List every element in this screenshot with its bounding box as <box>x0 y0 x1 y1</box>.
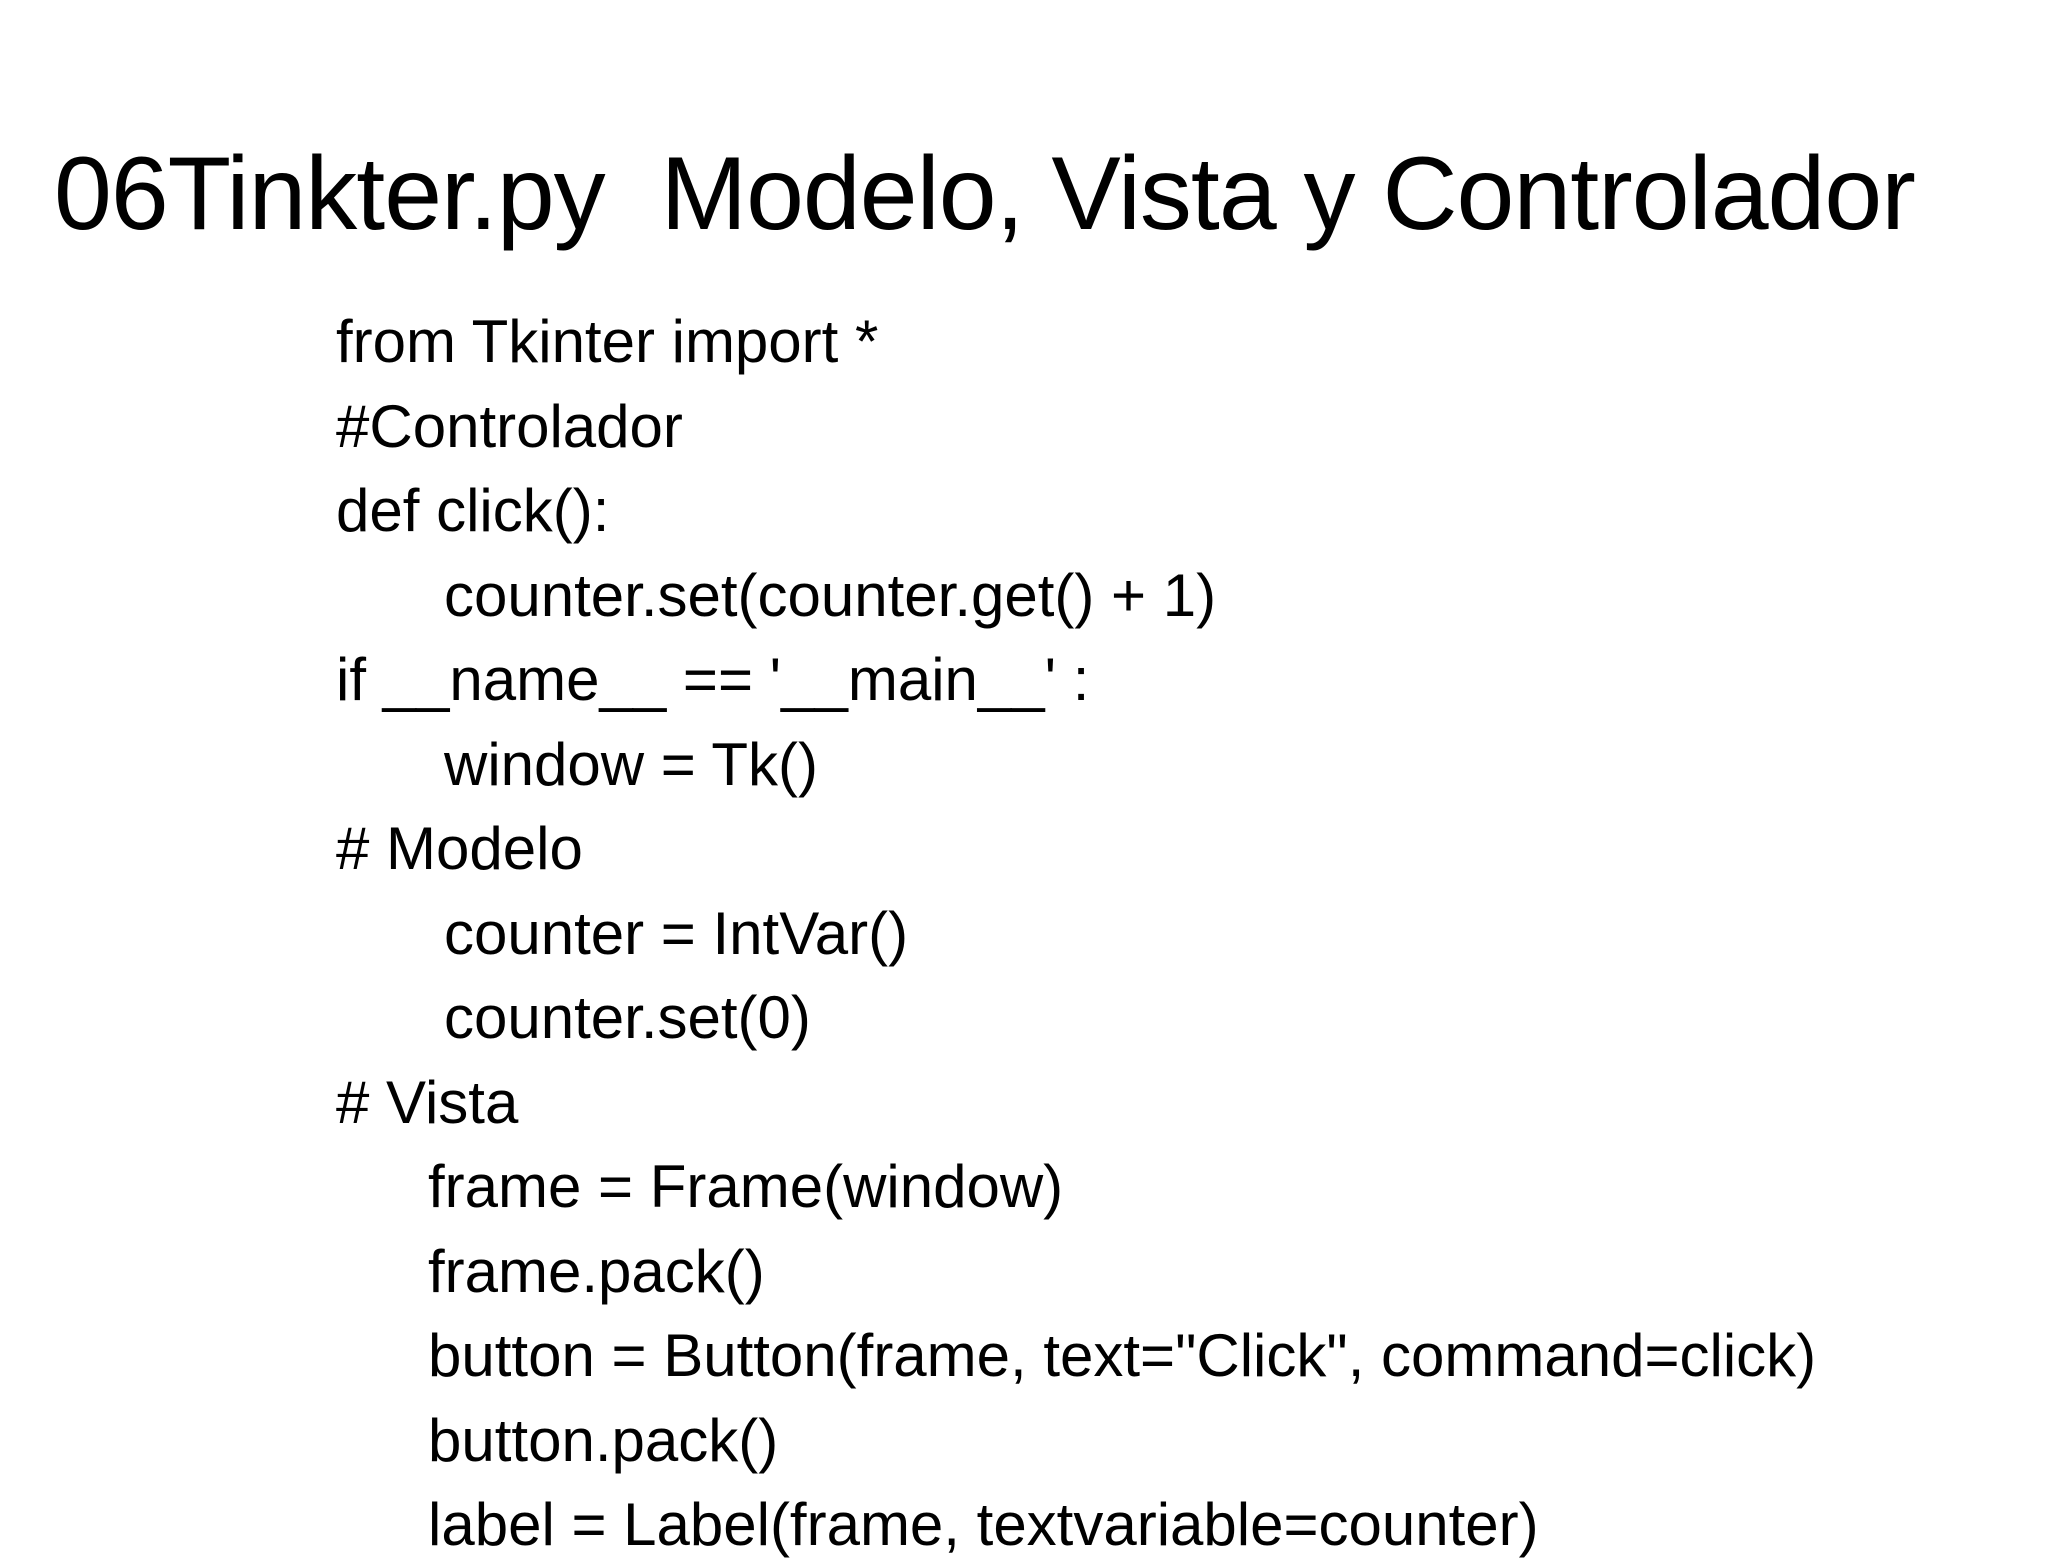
code-line-button-pack: button.pack() <box>428 1406 779 1474</box>
code-line-comment-modelo: # Modelo <box>336 815 583 882</box>
code-line-window: window = Tk() <box>444 730 819 798</box>
code-line-frame: frame = Frame(window) <box>428 1153 1064 1220</box>
code-line-frame-pack: frame.pack() <box>428 1237 765 1305</box>
code-line-if-main: if __name__ == '__main__' : <box>336 646 1090 713</box>
code-line-counter-set-zero: counter.set(0) <box>444 984 811 1051</box>
code-block: from Tkinter import * #Controlador def c… <box>336 300 2016 1568</box>
code-line-import: from Tkinter import * <box>336 308 879 375</box>
slide: 06Tinkter.py Modelo, Vista y Controlador… <box>54 136 1916 1558</box>
code-line-comment-vista: # Vista <box>336 1068 519 1136</box>
code-line-comment-controlador: #Controlador <box>336 392 683 460</box>
code-line-button: button = Button(frame, text="Click", com… <box>428 1322 1817 1389</box>
code-line-counter-intvar: counter = IntVar() <box>444 899 909 967</box>
code-line-label: label = Label(frame, textvariable=counte… <box>428 1491 1539 1558</box>
code-line-counter-increment: counter.set(counter.get() + 1) <box>444 561 1217 629</box>
code-line-def-click: def click(): <box>336 477 610 544</box>
slide-title: 06Tinkter.py Modelo, Vista y Controlador <box>54 136 1916 252</box>
